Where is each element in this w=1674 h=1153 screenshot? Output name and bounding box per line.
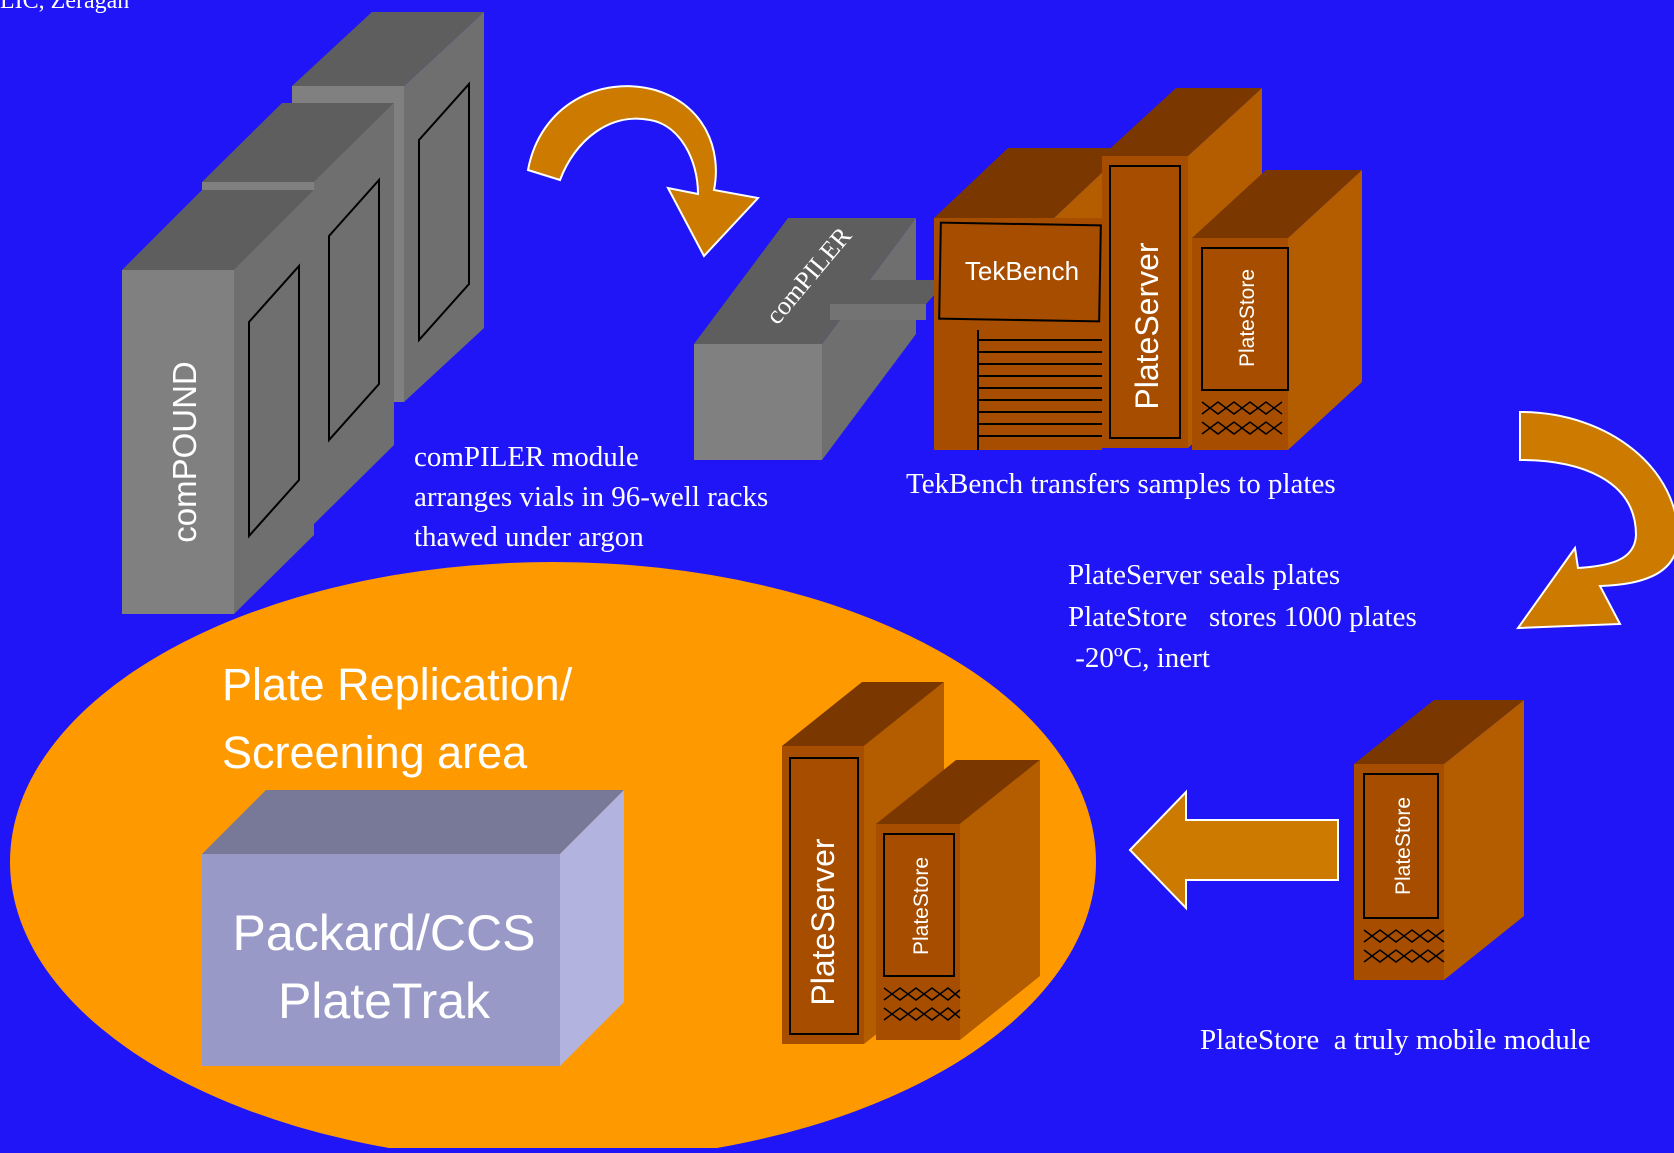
platestore-x-pattern-2: [1363, 929, 1445, 963]
packard-label-line-2: PlateTrak: [278, 973, 491, 1029]
screening-title-line-2: Screening area: [222, 727, 528, 778]
plateserver-label-1: PlateServer: [1129, 242, 1165, 410]
screening-plateserver-cluster: PlateServer PlateStore: [782, 682, 1040, 1044]
platestore-x-pattern-1: [1201, 401, 1283, 435]
top-fragment-text: LIC, Zeragan: [0, 0, 129, 14]
compiler-caption-line-1: comPILER module: [414, 441, 639, 473]
plateserver-label-2: PlateServer: [805, 838, 841, 1006]
tekbench-caption: TekBench transfers samples to plates: [906, 468, 1336, 500]
straight-arrow-left: [1128, 789, 1339, 911]
platestore-label-1: PlateStore: [1236, 269, 1259, 367]
tekbench-cluster: TekBench PlateServer PlateStore: [934, 88, 1362, 450]
tekbench-label: TekBench: [965, 256, 1079, 286]
plateserver-caption-line-1: PlateServer seals plates: [1068, 559, 1341, 591]
screening-title-line-1: Plate Replication/: [222, 659, 573, 710]
compound-cabinets: comPOUND: [122, 12, 484, 614]
packard-label-line-1: Packard/CCS: [233, 905, 536, 961]
compiler-caption-line-3: thawed under argon: [414, 521, 644, 553]
platetrak-box: Packard/CCS PlateTrak: [202, 790, 624, 1066]
curved-arrow-2: [1516, 410, 1674, 630]
platestore-label-2: PlateStore: [910, 857, 933, 955]
curved-arrow-1: [526, 85, 760, 258]
plateserver-caption-line-3: -20ºC, inert: [1068, 642, 1210, 674]
platestore-x-pattern-3: [883, 987, 961, 1021]
platestore-label-3: PlateStore: [1392, 797, 1415, 895]
mobile-caption: PlateStore a truly mobile module: [1200, 1024, 1591, 1056]
plateserver-caption-line-2: PlateStore stores 1000 plates: [1068, 601, 1417, 633]
compiler-module: comPILER: [694, 218, 948, 460]
compiler-caption-line-2: arranges vials in 96-well racks: [414, 481, 769, 513]
mobile-platestore: PlateStore: [1354, 700, 1524, 980]
compound-label: comPOUND: [166, 361, 203, 543]
tekbench-slats: [977, 330, 1102, 450]
